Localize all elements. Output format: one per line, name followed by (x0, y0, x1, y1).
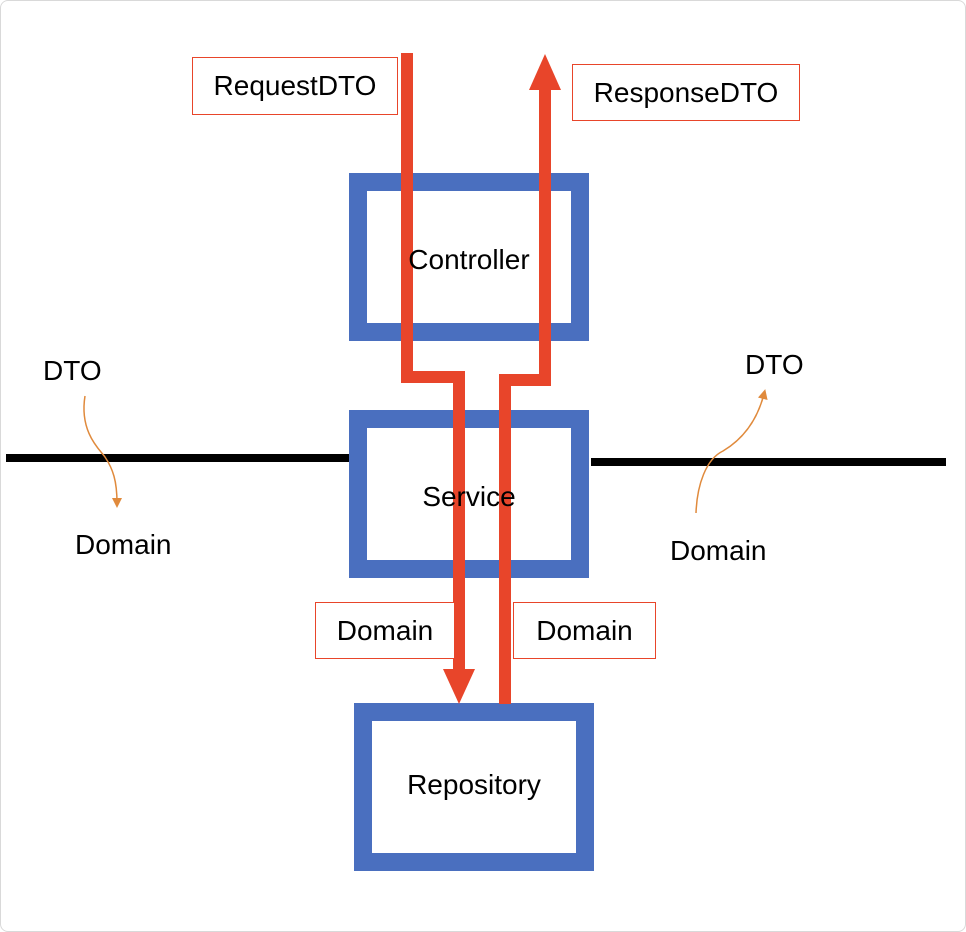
response-flow-arrow (499, 86, 551, 704)
conversion-right-from: Domain (670, 535, 767, 566)
repository-box (354, 703, 594, 871)
service-box (349, 410, 589, 578)
conversion-left-from: DTO (43, 355, 102, 386)
request-flow-arrow (401, 53, 465, 673)
request-arrowhead (443, 669, 475, 704)
conversion-arrow-left (83, 395, 122, 508)
response-dto-label: ResponseDTO (572, 64, 800, 121)
conversion-left-to: Domain (75, 529, 172, 560)
controller-label: Controller (408, 244, 530, 275)
conversion-right-to: DTO (745, 349, 804, 380)
request-dto-label: RequestDTO (192, 57, 398, 115)
response-arrowhead (529, 54, 561, 90)
domain-up-label: Domain (513, 602, 656, 659)
repository-label: Repository (407, 769, 541, 800)
service-label: Service (422, 481, 516, 512)
domain-down-label: Domain (315, 602, 455, 659)
conversion-arrow-right (695, 389, 768, 514)
